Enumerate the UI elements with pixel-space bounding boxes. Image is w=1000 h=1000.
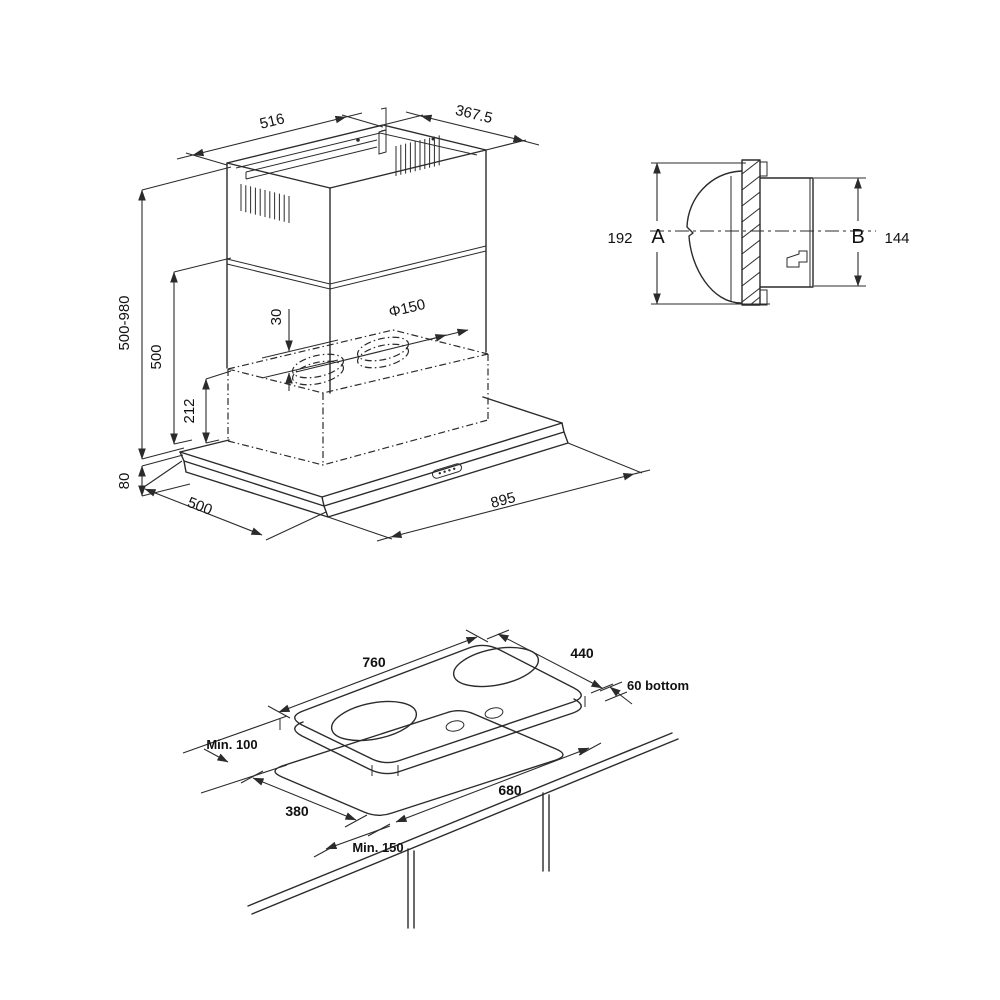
- dim-label-base-width: 895: [489, 489, 517, 512]
- dim-outlet-diameter: Φ150: [295, 296, 469, 373]
- dim-label-cutout-depth: 380: [285, 803, 309, 819]
- mounting-flange: [741, 159, 768, 306]
- dome-profile: [686, 170, 742, 304]
- vent-grille-left: [240, 184, 290, 223]
- dim-label-body-height: 212: [181, 398, 198, 423]
- dim-label-cutout-length: 680: [498, 782, 522, 798]
- worktop-edge: [247, 732, 679, 915]
- vent-grille-right: [395, 135, 440, 176]
- chimney-duct: [226, 107, 487, 394]
- latch-clip: [786, 250, 808, 268]
- dim-ref-b: B: [851, 226, 864, 248]
- dim-label-front-clearance: Min. 100: [206, 737, 257, 752]
- hob-cutout-plan-view: 760 440 60 bottom Min. 100 380: [182, 629, 689, 929]
- dim-base-width: 895: [327, 442, 651, 542]
- dim-height-range: 500-980: [116, 166, 232, 460]
- duct-outlet-side-view: 192 A B 144: [607, 159, 910, 306]
- dim-tube-height: B 144: [814, 177, 910, 287]
- dim-label-side-clearance: Min. 150: [352, 840, 403, 855]
- dim-side-clearance: Min. 150: [313, 825, 404, 858]
- hidden-body-outline: [227, 329, 489, 466]
- dim-collar-height: 30: [261, 309, 339, 391]
- range-hood-isometric-view: 516 367.5 500-980 500 212: [116, 102, 651, 542]
- burner-large-right: [452, 646, 540, 688]
- dim-label-top-depth: 367.5: [454, 102, 494, 127]
- dim-label-base-height: 80: [116, 473, 133, 490]
- worktop-cutout: [274, 710, 564, 816]
- dim-value-b: 144: [884, 230, 909, 247]
- dim-label-height-range: 500-980: [116, 295, 133, 350]
- dim-base-depth: 500: [140, 460, 327, 541]
- dim-bottom-clearance: 60 bottom: [599, 678, 689, 705]
- dim-label-top-width: 516: [258, 110, 286, 133]
- dim-cutout-length: 680: [395, 742, 602, 823]
- bracket-hole: [356, 138, 360, 142]
- dim-label-bottom-clearance: 60 bottom: [627, 678, 689, 693]
- dim-label-hob-width: 760: [362, 654, 386, 670]
- burner-large-left: [330, 700, 418, 742]
- dim-top-depth: 367.5: [382, 102, 540, 151]
- dim-flange-height: 192 A: [607, 162, 770, 305]
- dim-label-chimney-height: 500: [148, 344, 165, 369]
- dim-cutout-depth: 380: [240, 770, 391, 837]
- control-spot-left: [445, 720, 465, 732]
- dim-chimney-height: 500: [148, 257, 232, 445]
- worktop-legs: [407, 792, 550, 929]
- dim-label-collar-height: 30: [268, 309, 285, 326]
- dim-ref-a: A: [651, 226, 665, 248]
- duct-tube: [759, 177, 814, 288]
- dim-top-width: 516: [176, 110, 384, 166]
- dim-value-a: 192: [607, 230, 632, 247]
- dim-hob-depth: 440: [486, 629, 614, 694]
- dim-body-height: 212: [181, 370, 232, 444]
- hob-surface: [279, 644, 586, 776]
- dim-front-clearance: Min. 100: [182, 715, 288, 794]
- control-spot-right: [484, 707, 504, 719]
- dim-hob-width: 760: [267, 629, 489, 719]
- outlet-collars: [291, 336, 410, 386]
- dim-base-height: 80: [116, 454, 191, 497]
- dim-label-hob-depth: 440: [570, 645, 594, 661]
- dim-label-outlet-diameter: Φ150: [387, 296, 427, 321]
